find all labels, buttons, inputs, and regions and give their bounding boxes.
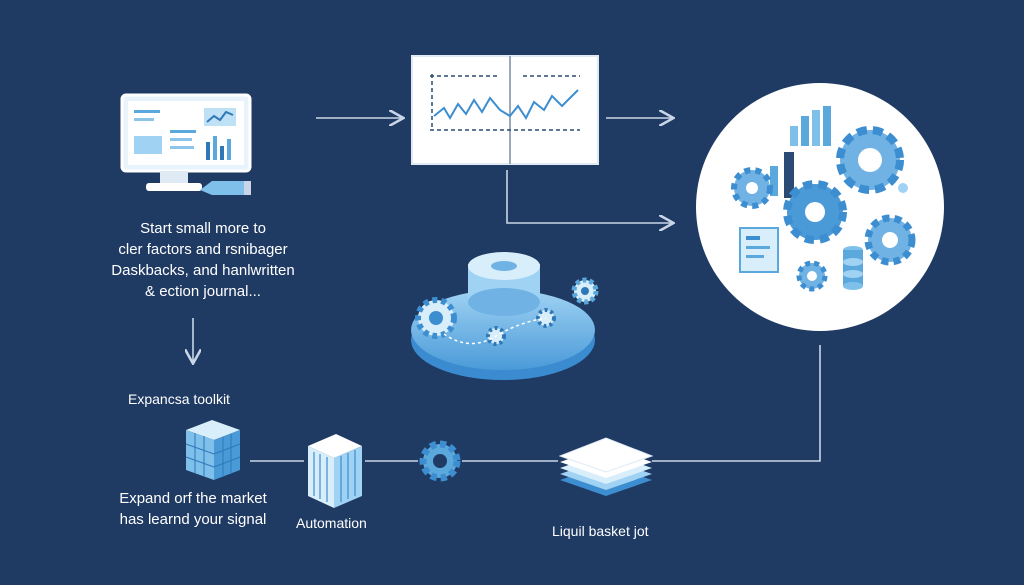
intro-line: Start small more to [140,220,266,237]
pen-icon [200,181,251,195]
intro-text: Start small more to cler factors and rsn… [92,218,314,302]
chart-book-icon [411,55,599,165]
market-line: has learnd your signal [119,511,267,528]
intro-line: Daskbacks, and hanlwritten [111,262,295,279]
gear-icon [419,440,461,482]
market-text: Expand orf the market has learnd your si… [108,488,278,530]
gear-platform-icon [411,252,599,380]
monitor-dashboard-icon [120,93,252,191]
server-building-icon [308,434,362,508]
layer-stack-icon [558,437,654,496]
basket-label: Liquil basket jot [552,523,649,539]
automation-label: Automation [296,515,367,531]
connectors [193,118,821,462]
intro-line: & ection journal... [145,283,261,300]
arrow-book-down-to-circle [506,170,672,223]
gears-cluster-icon [696,83,944,331]
intro-line: cler factors and rsnibager [118,241,288,258]
cube-stack-icon [185,420,241,480]
toolkit-title: Expancsa toolkit [128,391,230,407]
market-line: Expand orf the market [119,490,267,507]
line-layers-to-circle [652,345,821,462]
